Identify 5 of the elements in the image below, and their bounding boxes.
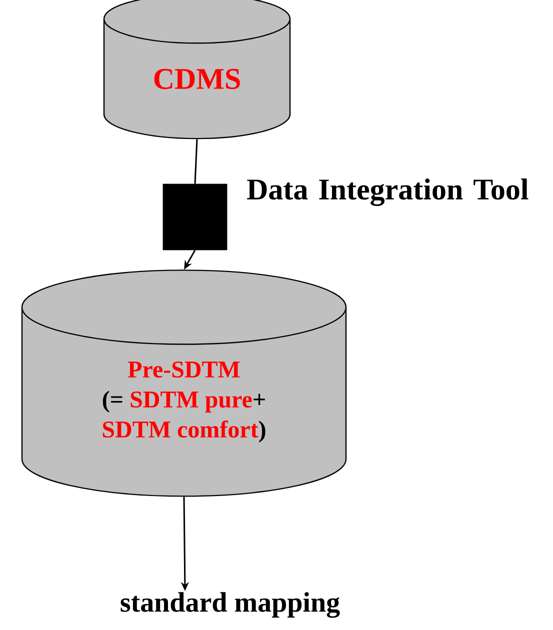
tool-label: Data Integration Tool <box>247 178 528 206</box>
database-cylinder: CDMS <box>103 0 291 140</box>
database-cylinder: Pre-SDTM (= SDTM pure+ SDTM comfort) <box>21 270 347 497</box>
output-label: standard mapping <box>120 592 340 618</box>
tool-box <box>162 184 228 250</box>
